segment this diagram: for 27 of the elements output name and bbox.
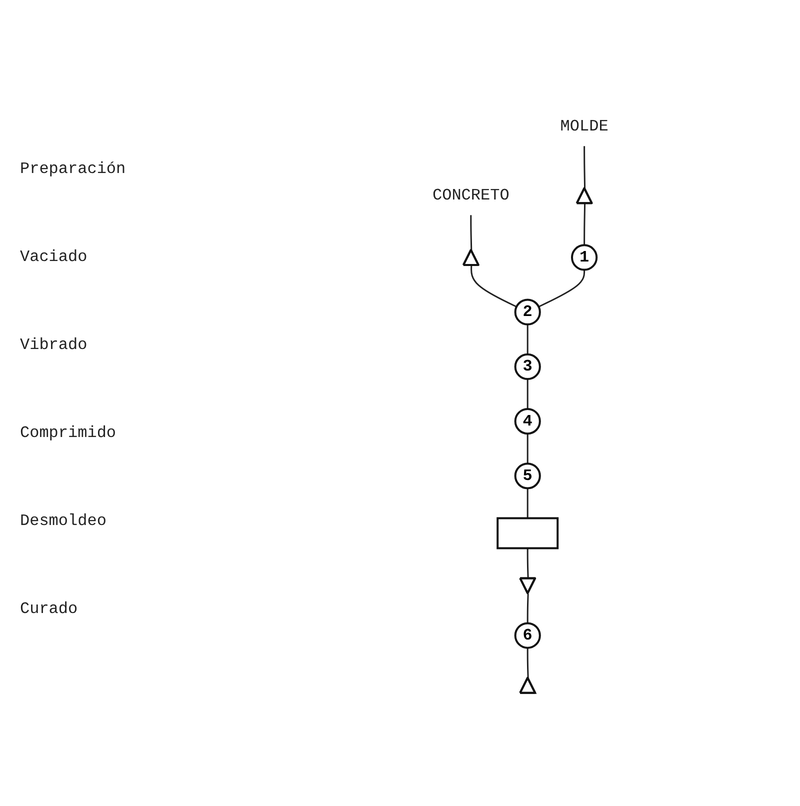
node-text: CONCRETO xyxy=(432,186,509,205)
step-label: Preparación xyxy=(20,160,127,178)
connector xyxy=(583,204,586,246)
connector xyxy=(538,270,585,308)
connector xyxy=(470,215,472,250)
connector xyxy=(526,488,528,518)
node-box xyxy=(496,517,558,550)
node-circle: 3 xyxy=(514,353,540,380)
node-circle: 5 xyxy=(514,462,540,490)
connector xyxy=(526,324,528,354)
connector xyxy=(583,146,586,189)
connector xyxy=(526,379,528,409)
connector xyxy=(526,594,528,624)
node-circle: 2 xyxy=(514,298,540,326)
step-label: Comprimido xyxy=(20,424,118,442)
connector xyxy=(470,265,516,308)
step-label: Desmoldeo xyxy=(20,512,108,530)
step-label: Vaciado xyxy=(20,248,88,266)
connector xyxy=(526,648,528,678)
step-label: Vibrado xyxy=(20,336,88,354)
connector xyxy=(526,434,528,464)
node-text: MOLDE xyxy=(560,118,608,136)
node-circle: 4 xyxy=(514,408,540,435)
step-label: Curado xyxy=(20,600,79,618)
node-circle: 6 xyxy=(514,622,540,649)
connector xyxy=(526,548,528,579)
node-circle: 1 xyxy=(570,244,598,271)
